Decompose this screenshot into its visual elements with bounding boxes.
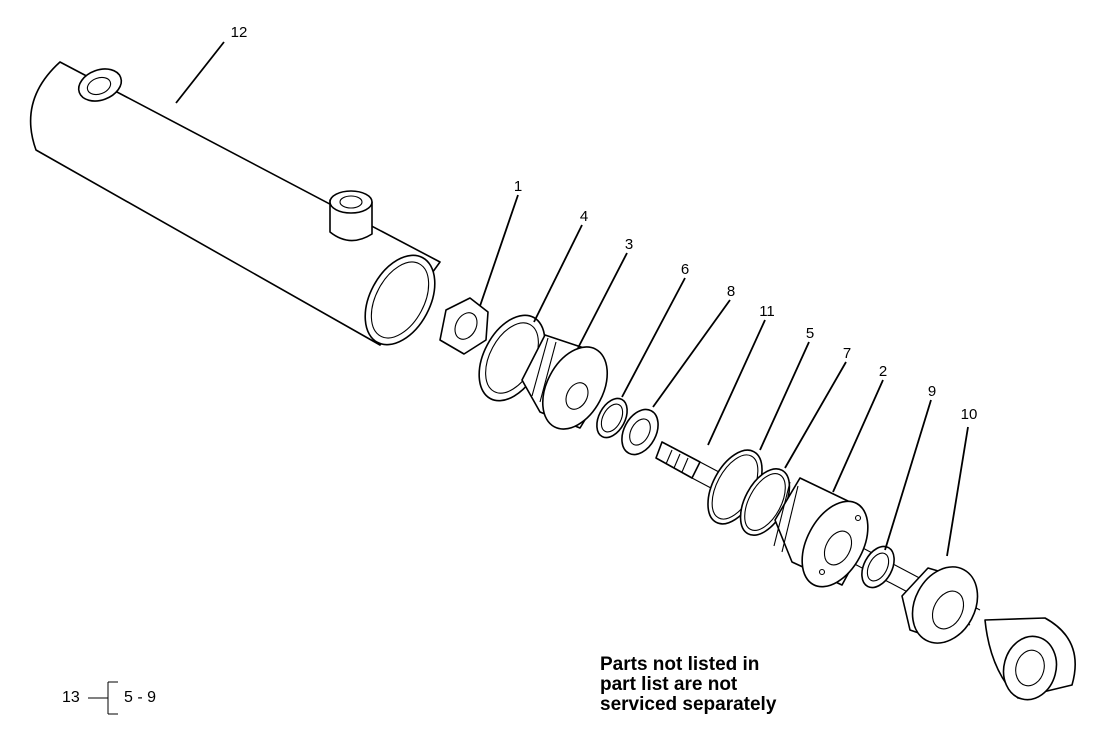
part-12-cylinder-barrel [29, 61, 441, 346]
part-6-o-ring [596, 397, 628, 439]
kit-reference: 13 5 - 9 [62, 678, 202, 718]
callout-9: 9 [928, 383, 936, 400]
callout-11: 11 [759, 303, 775, 320]
kit-range: 5 - 9 [124, 689, 157, 706]
leader-lines [175, 41, 969, 557]
part-10-spacer [901, 566, 979, 644]
service-note-line-1: Parts not listed in [600, 654, 760, 675]
part-9-wiper [861, 545, 895, 589]
callout-4: 4 [580, 208, 588, 225]
service-note-line-2: part list are not [600, 674, 738, 695]
part-8-washer [621, 408, 659, 456]
kit-bracket [88, 681, 118, 715]
part-3-piston [521, 334, 609, 430]
callout-12: 12 [231, 24, 248, 41]
callout-7: 7 [843, 345, 851, 362]
kit-number: 13 [62, 689, 80, 706]
callout-8: 8 [727, 283, 735, 300]
callout-3: 3 [625, 236, 633, 253]
part-2-gland [773, 477, 869, 588]
callout-6: 6 [681, 261, 689, 278]
callout-1: 1 [514, 178, 522, 195]
part-1-nut [439, 297, 489, 355]
callout-5: 5 [806, 325, 814, 342]
rod-end-eye [984, 617, 1076, 701]
callout-2: 2 [879, 363, 887, 380]
service-note: Parts not listed in part list are not se… [600, 655, 776, 715]
service-note-line-3: serviced separately [600, 694, 777, 715]
callout-labels: 12 1 4 3 6 8 11 5 7 2 9 10 [231, 24, 978, 423]
callout-10: 10 [961, 406, 978, 423]
